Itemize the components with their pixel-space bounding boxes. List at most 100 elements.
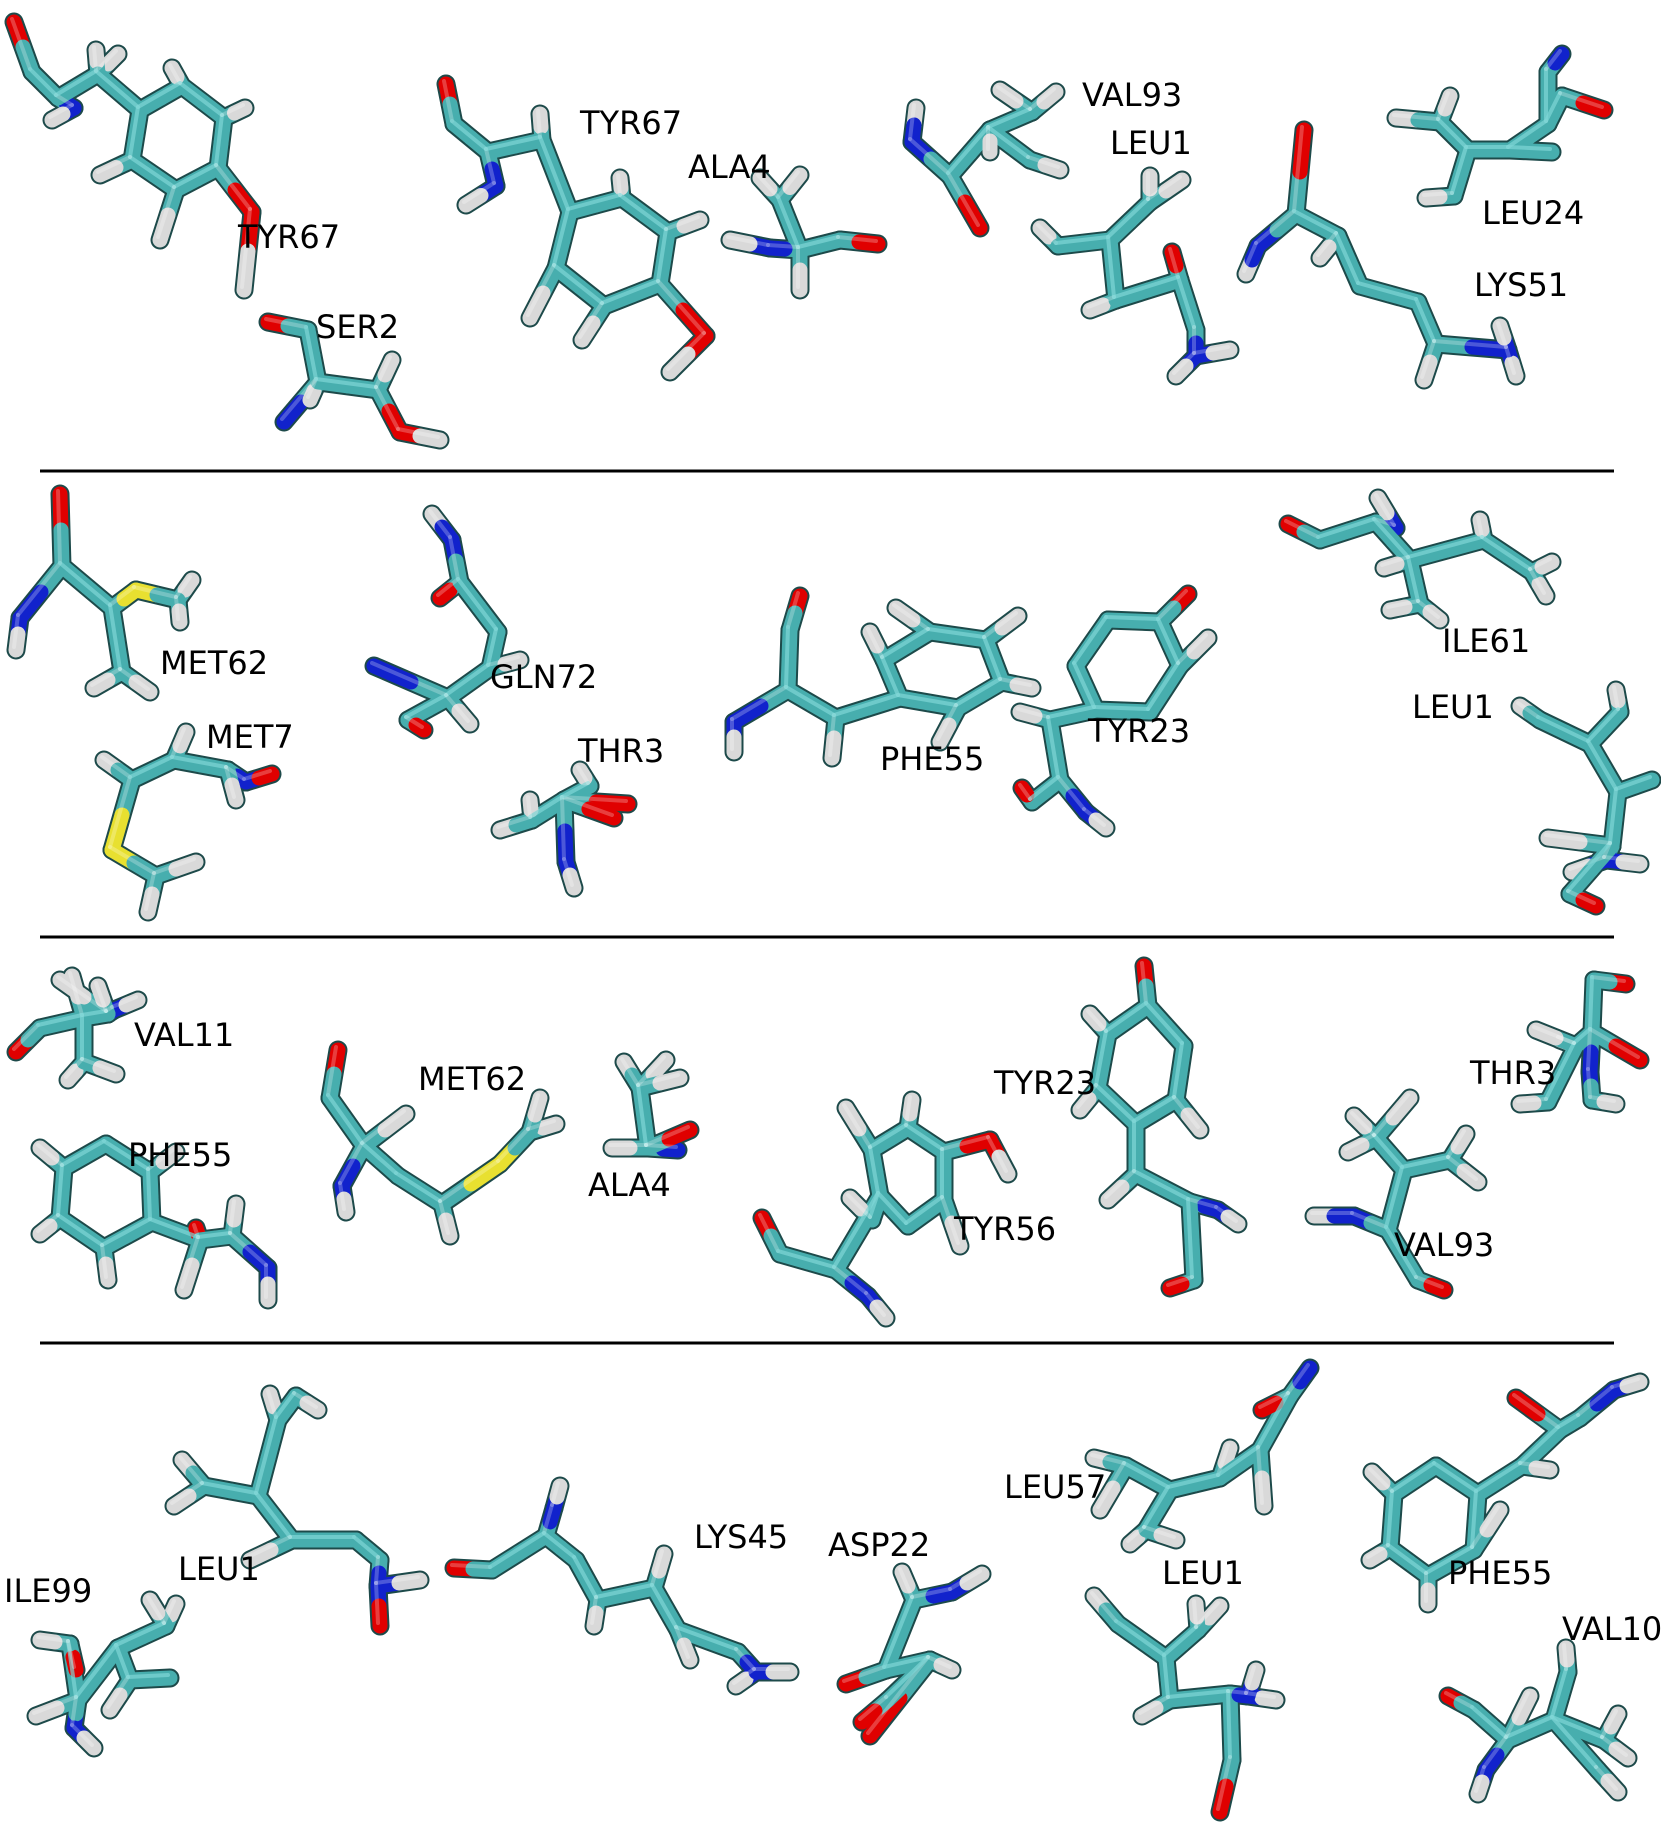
bond-half	[994, 608, 1026, 636]
molecule-leu1	[164, 1384, 430, 1636]
bond-half	[1244, 1662, 1264, 1691]
bond-highlight	[832, 1191, 880, 1269]
bond-highlight	[1614, 775, 1652, 791]
bond-half	[1292, 122, 1312, 180]
bond-highlight	[866, 627, 884, 659]
bond-highlight	[148, 1217, 200, 1239]
bond-highlight	[1106, 235, 1116, 299]
bond-half	[86, 672, 116, 696]
bond-highlight	[136, 81, 182, 109]
bond-highlight	[1286, 1363, 1310, 1395]
residue-label: LEU1	[1110, 124, 1192, 162]
bond-highlight	[70, 1723, 94, 1747]
bond-half	[1100, 1179, 1130, 1208]
bond-half	[728, 1671, 754, 1694]
bond-highlight	[94, 69, 140, 109]
bond-half	[65, 1649, 84, 1678]
bond-half	[854, 1703, 883, 1730]
bond-highlight	[1504, 345, 1516, 375]
bond-highlight	[486, 627, 498, 667]
molecule-leu57	[1084, 1358, 1320, 1554]
bond-highlight	[1226, 1689, 1232, 1759]
bond-highlight	[1390, 1461, 1436, 1493]
bond-highlight	[70, 1695, 78, 1727]
bond-highlight	[896, 693, 958, 707]
bond-half	[166, 1488, 197, 1514]
bond-half	[1201, 1598, 1228, 1626]
bond-half	[532, 106, 549, 135]
molecule-val11	[6, 966, 148, 1090]
bond-half	[932, 717, 957, 750]
bond-half	[1158, 172, 1190, 199]
bond-highlight	[1156, 589, 1188, 621]
bond-highlight	[766, 243, 800, 249]
bond-highlight	[1432, 1461, 1478, 1493]
bond-half	[1362, 1546, 1388, 1568]
bond-half	[1212, 1778, 1234, 1820]
bond-highlight	[1292, 125, 1304, 213]
bond-highlight	[1292, 209, 1338, 235]
bond-half	[1205, 342, 1238, 361]
bond-half	[176, 1257, 200, 1298]
bond-highlight	[1550, 1715, 1604, 1739]
residue-label: TYR23	[993, 1064, 1096, 1102]
bond-highlight	[1114, 1619, 1166, 1657]
bond-highlight	[32, 1695, 78, 1715]
bond-highlight	[1082, 807, 1106, 827]
bond-highlight	[360, 1109, 406, 1145]
bond-highlight	[110, 995, 138, 1009]
bond-highlight	[946, 171, 980, 227]
residue-label: THR3	[1469, 1054, 1556, 1092]
bond-highlight	[114, 1643, 130, 1679]
bond-highlight	[170, 1481, 204, 1505]
bond-highlight	[1254, 209, 1296, 245]
bond-highlight	[784, 685, 836, 717]
bond-highlight	[1166, 1473, 1220, 1489]
bond-half	[1423, 1277, 1452, 1298]
bond-highlight	[1244, 1665, 1256, 1695]
bond-highlight	[776, 1249, 836, 1269]
bond-highlight	[550, 1481, 560, 1507]
bond-half	[562, 867, 582, 896]
bond-half	[102, 1687, 128, 1718]
residue-label: VAL93	[1082, 76, 1182, 114]
bond-half	[90, 978, 111, 1008]
bond-highlight	[228, 1199, 236, 1235]
bond-half	[1608, 682, 1626, 709]
bond-highlight	[1392, 113, 1440, 121]
bond-highlight	[1470, 1505, 1500, 1549]
bond-highlight	[656, 279, 706, 335]
bond-highlight	[396, 427, 440, 439]
molecule-tyr67	[436, 74, 716, 382]
bond-highlight	[80, 1057, 116, 1073]
bond-highlight	[374, 1581, 380, 1625]
bond-highlight	[1556, 1413, 1580, 1429]
bond-highlight	[1602, 855, 1640, 863]
bond-highlight	[488, 1531, 546, 1569]
bond-half	[824, 730, 842, 766]
bond-half	[100, 46, 126, 72]
bond-highlight	[868, 1123, 908, 1149]
bond-highlight	[846, 1193, 872, 1219]
bond-half	[522, 285, 551, 326]
bond-highlight	[1482, 1735, 1508, 1769]
bond-highlight	[732, 1667, 756, 1685]
bond-half	[44, 106, 71, 128]
bond-highlight	[106, 1675, 130, 1709]
bond-highlight	[60, 1139, 106, 1167]
bond-highlight	[156, 185, 176, 239]
residue-label: LYS45	[694, 1518, 788, 1556]
bond-half	[722, 232, 758, 252]
bond-highlight	[594, 1583, 654, 1599]
bond-highlight	[254, 1415, 278, 1495]
bond-highlight	[1374, 493, 1396, 527]
bond-half	[944, 1215, 968, 1254]
bond-highlight	[56, 489, 62, 565]
bond-half	[1511, 1688, 1538, 1726]
bond-highlight	[898, 1567, 914, 1599]
bond-half	[892, 690, 937, 711]
bond-half	[586, 1605, 604, 1634]
bond-highlight	[1162, 1625, 1198, 1657]
bond-half	[224, 777, 244, 808]
bond-highlight	[734, 1647, 756, 1671]
